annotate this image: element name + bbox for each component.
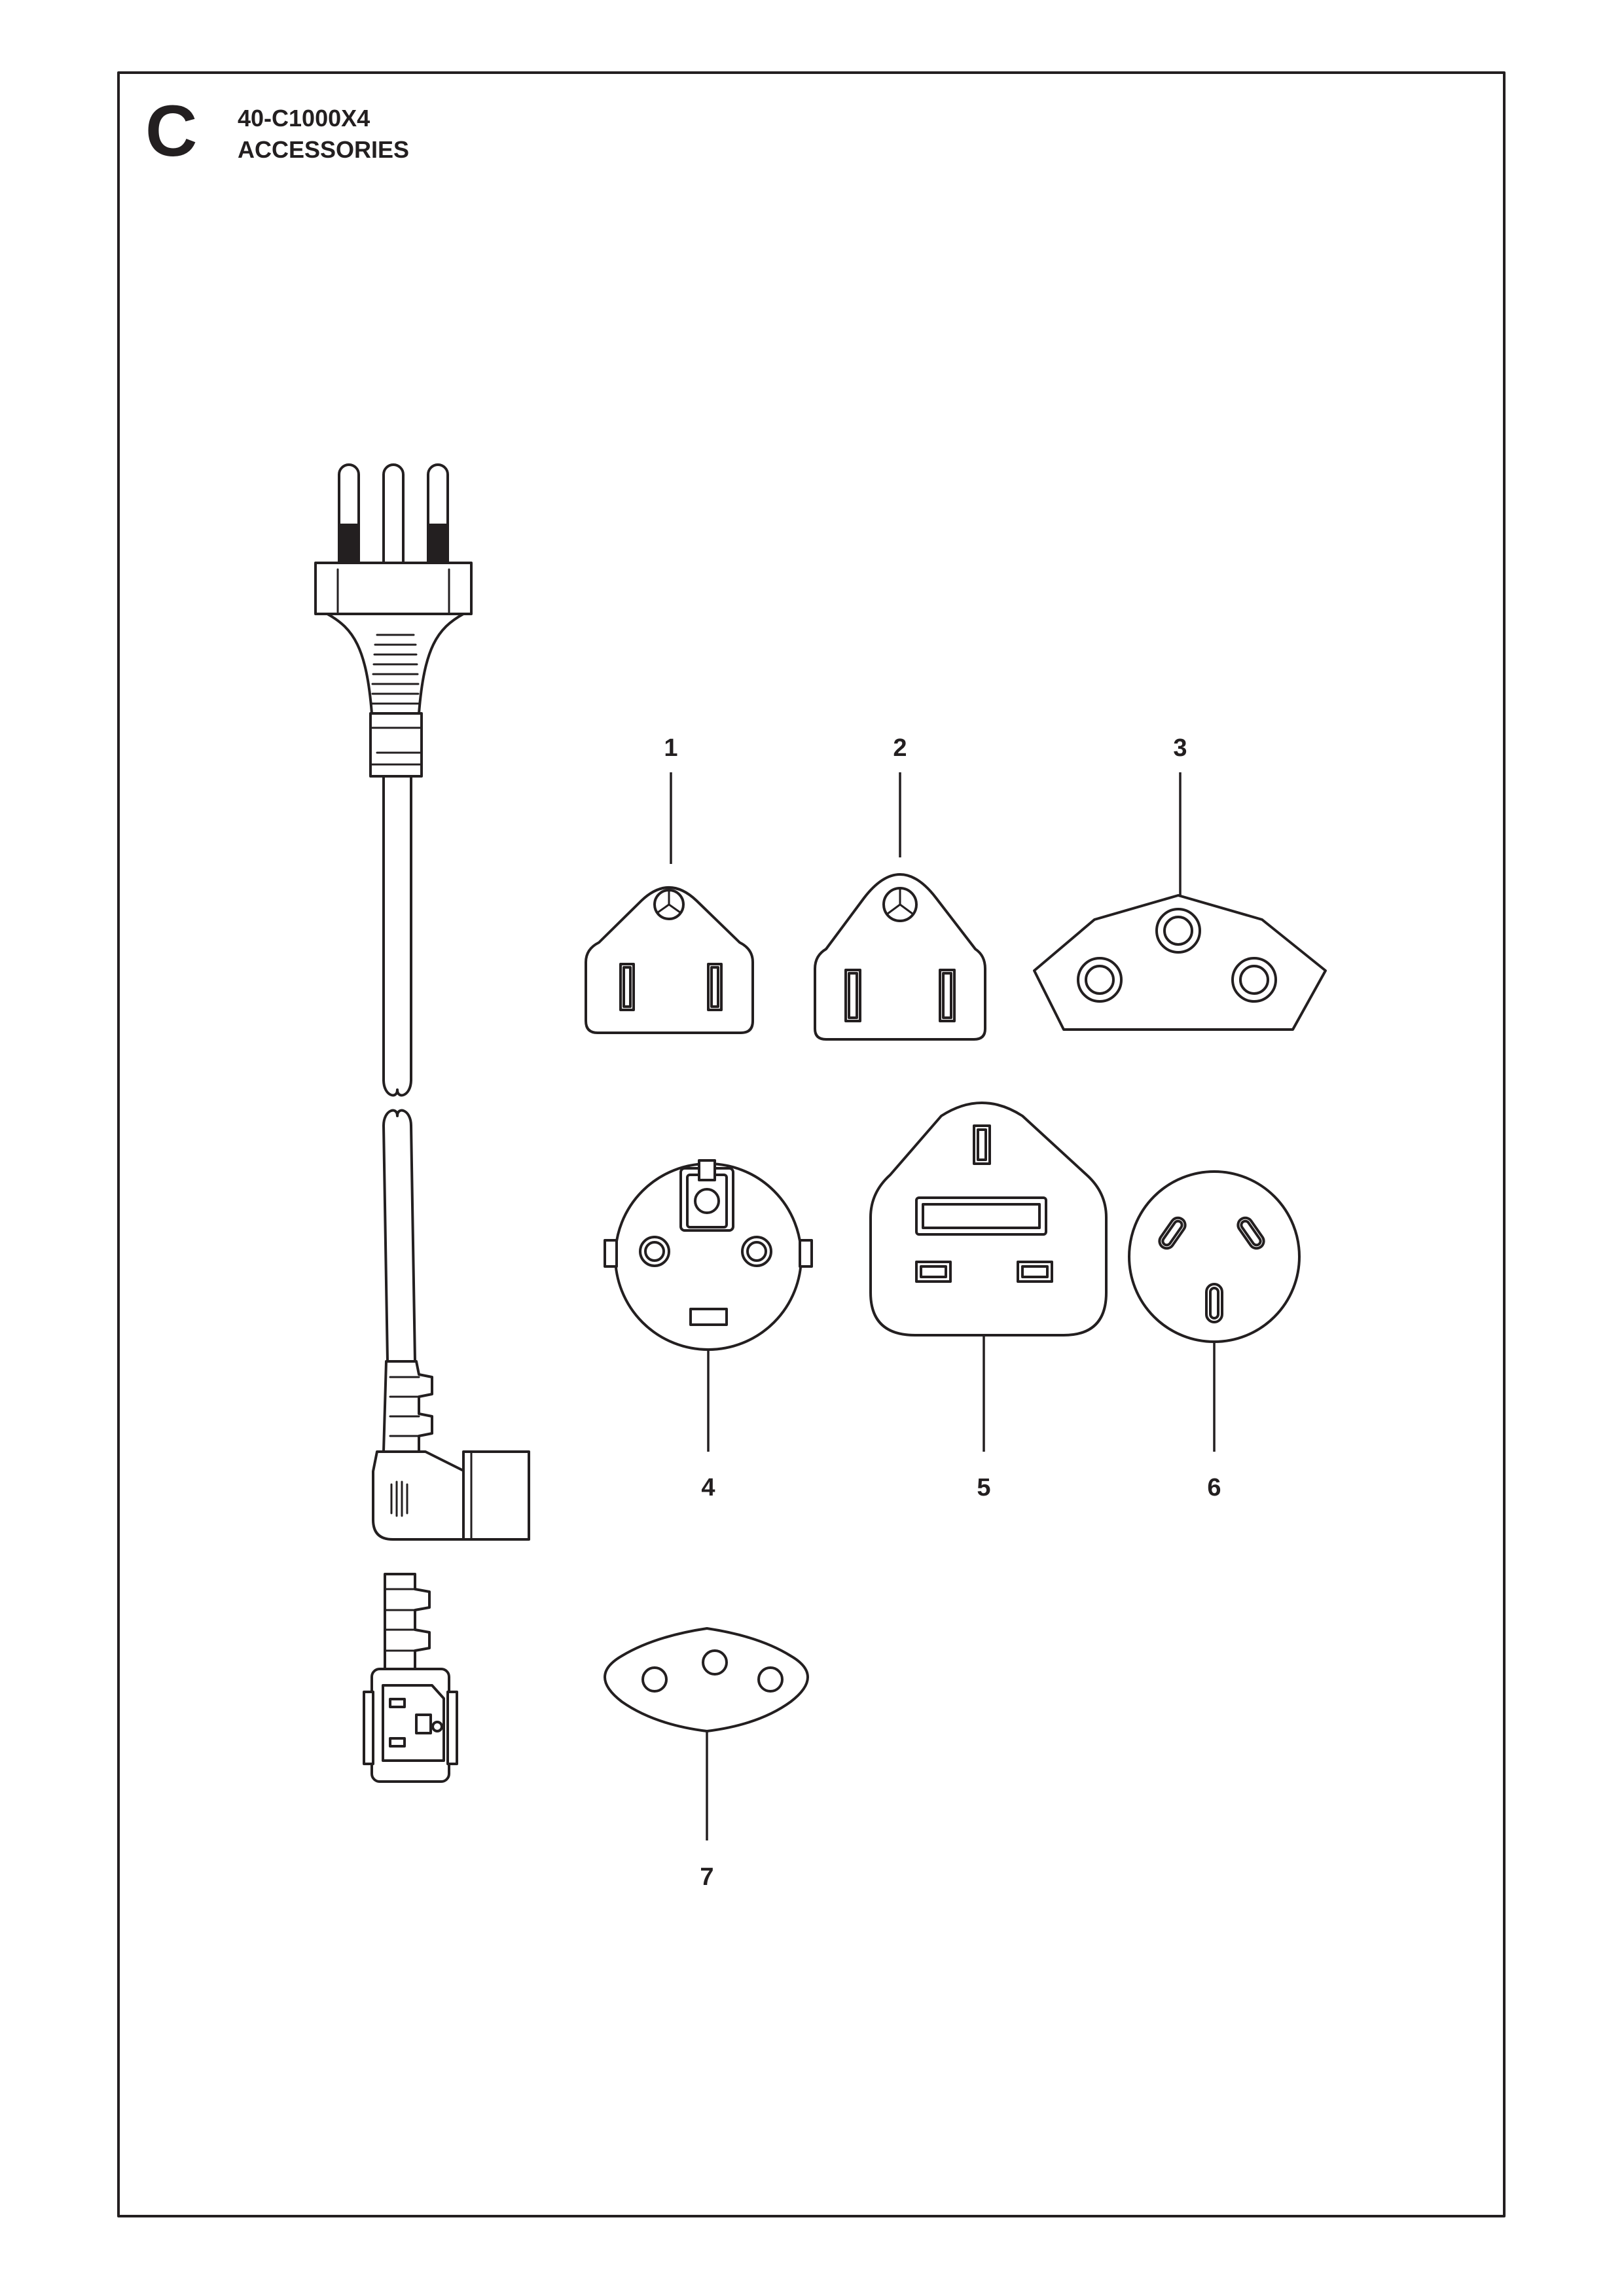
callout-2: 2 [893,734,907,762]
section-letter: C [145,91,197,171]
model-number: 40-C1000X4 [238,105,370,132]
adapter-2-us-plug [814,873,986,1041]
callout-7: 7 [700,1863,713,1891]
angled-connector [372,1360,530,1541]
adapter-6-au-plug [1128,1170,1301,1343]
cable-lower [382,1124,416,1363]
plug-head [314,562,473,615]
adapter-4-schuko-plug [604,1159,813,1351]
section-title: ACCESSORIES [238,136,409,163]
strain-relief-ribs [370,634,420,705]
plug-pins [338,463,449,577]
iec-connector [363,1573,458,1783]
callout-1: 1 [664,734,677,762]
adapter-3-round-pin-plug [1033,894,1327,1031]
cable-upper [382,775,412,1081]
adapter-1-us-plug [585,886,754,1034]
adapter-5-uk-plug [869,1102,1108,1336]
callout-3: 3 [1173,734,1187,762]
adapter-7-three-pin-plug [604,1627,809,1732]
plug-sleeve [369,712,423,778]
callout-5: 5 [977,1474,990,1501]
power-cord-illustration [314,463,530,1783]
callout-4: 4 [701,1474,715,1501]
callout-6: 6 [1207,1474,1221,1501]
page-frame [117,71,1506,2217]
